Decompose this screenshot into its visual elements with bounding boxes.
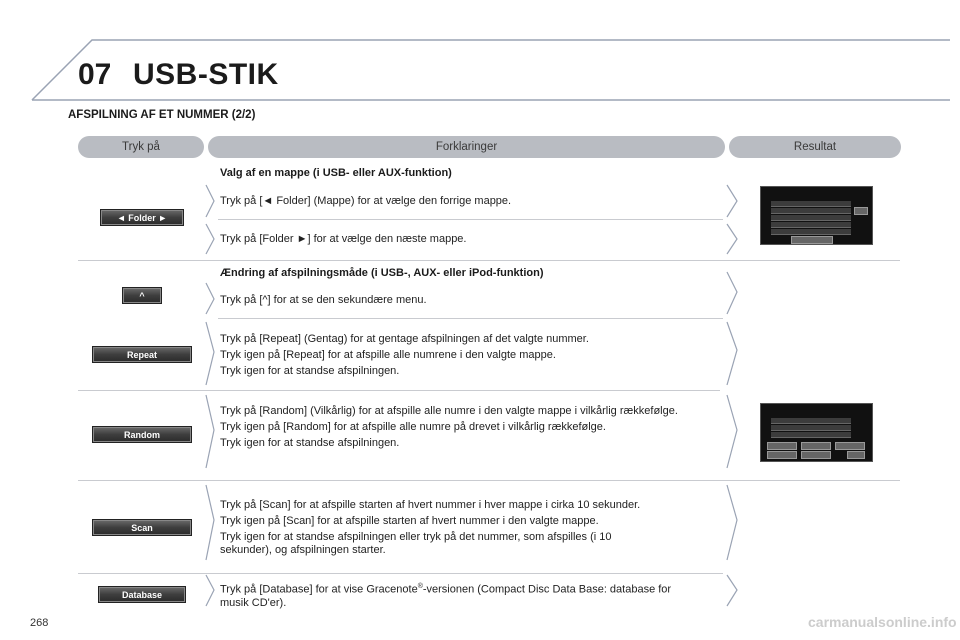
folder-result-screen — [760, 186, 873, 245]
column-header-explanations: Forklaringer — [208, 136, 725, 158]
chapter-number: 07 — [78, 58, 112, 91]
separator — [78, 390, 720, 391]
up-button[interactable]: ^ — [122, 287, 162, 304]
database-button[interactable]: Database — [98, 586, 186, 603]
random-line: Tryk igen på [Random] for at afspille al… — [220, 421, 606, 433]
scan-button[interactable]: Scan — [92, 519, 192, 536]
repeat-button[interactable]: Repeat — [92, 346, 192, 363]
database-text: Tryk på [Database] for at vise Gracenote… — [220, 580, 690, 610]
database-text-end: -versionen (Compact Disc Data Base: data… — [220, 583, 672, 609]
group-heading-folder: Valg af en mappe (i USB- eller AUX-funkt… — [220, 167, 452, 179]
database-text-start: Tryk på [Database] for at vise Gracenote — [220, 583, 418, 596]
scan-line: Tryk på [Scan] for at afspille starten a… — [220, 499, 641, 511]
column-header-press: Tryk på — [78, 136, 204, 158]
separator — [78, 260, 900, 261]
registered-mark: ® — [417, 583, 423, 590]
header-frame — [31, 39, 950, 101]
up-text: Tryk på [^] for at se den sekundære menu… — [220, 294, 427, 306]
scan-text: Tryk på [Scan] for at afspille starten a… — [220, 499, 720, 560]
section-title: AFSPILNING AF ET NUMMER (2/2) — [68, 109, 256, 121]
column-header-result: Resultat — [729, 136, 901, 158]
watermark: carmanualsonline.info — [808, 614, 957, 630]
chapter-title: USB-STIK — [133, 58, 279, 91]
group-heading-playmode: Ændring af afspilningsmåde (i USB-, AUX-… — [220, 267, 544, 279]
random-line: Tryk igen for at standse afspilningen. — [220, 437, 400, 449]
separator — [218, 318, 723, 319]
separator — [78, 573, 723, 574]
playmode-result-screen — [760, 403, 873, 462]
random-text: Tryk på [Random] (Vilkårlig) for at afsp… — [220, 405, 700, 453]
folder-button[interactable]: ◄ Folder ► — [100, 209, 184, 226]
folder-next-text: Tryk på [Folder ►] for at vælge den næst… — [220, 233, 467, 245]
scan-line: Tryk igen på [Scan] for at afspille star… — [220, 515, 599, 527]
repeat-text: Tryk på [Repeat] (Gentag) for at gentage… — [220, 333, 720, 381]
repeat-line: Tryk igen for at standse afspilningen. — [220, 365, 400, 377]
page-number: 268 — [30, 617, 49, 629]
scan-line: Tryk igen for at standse afspilningen el… — [220, 531, 612, 556]
random-button[interactable]: Random — [92, 426, 192, 443]
repeat-line: Tryk igen på [Repeat] for at afspille al… — [220, 349, 556, 361]
separator — [78, 480, 900, 481]
folder-prev-text: Tryk på [◄ Folder] (Mappe) for at vælge … — [220, 195, 512, 207]
repeat-line: Tryk på [Repeat] (Gentag) for at gentage… — [220, 333, 589, 345]
random-line: Tryk på [Random] (Vilkårlig) for at afsp… — [220, 405, 678, 417]
separator — [218, 219, 723, 220]
